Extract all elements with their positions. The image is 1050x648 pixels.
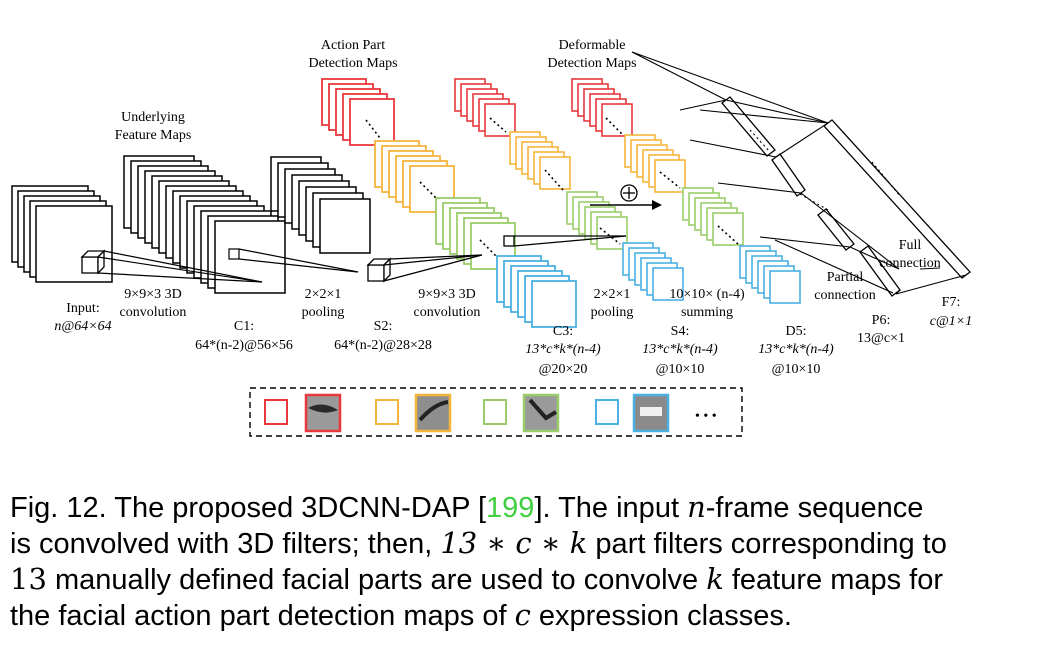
label-underlying-1: Underlying bbox=[121, 110, 185, 125]
s2-feature-stack bbox=[270, 156, 371, 254]
caption-prefix: Fig. 12. The proposed 3DCNN-DAP [ bbox=[10, 492, 487, 524]
legend-eye-image bbox=[304, 393, 342, 433]
label-action-part-2: Detection Maps bbox=[308, 56, 397, 71]
d5-stack bbox=[571, 78, 801, 304]
legend-blue-box bbox=[595, 399, 619, 425]
s2-plane bbox=[319, 198, 371, 254]
caption-reference-link[interactable]: 199 bbox=[486, 492, 535, 524]
label-d5-1: D5: bbox=[786, 324, 807, 339]
caption-line1-end: -frame sequence bbox=[705, 492, 924, 524]
label-f7-1: F7: bbox=[942, 295, 961, 310]
legend-brow-image bbox=[414, 393, 452, 433]
caption-line4-a: the facial action part detection maps of bbox=[10, 600, 515, 632]
label-p6-2: 13@c×1 bbox=[857, 331, 905, 346]
d5-green-plane bbox=[712, 212, 744, 246]
label-partial-2: connection bbox=[814, 288, 875, 303]
label-underlying-2: Feature Maps bbox=[115, 128, 192, 143]
label-pool1-2: pooling bbox=[302, 305, 345, 320]
ellipsis-dots bbox=[479, 239, 497, 257]
label-full-1: Full bbox=[899, 238, 922, 253]
d5-orange-plane bbox=[654, 159, 686, 193]
label-action-part-1: Action Part bbox=[321, 38, 385, 53]
label-s4-2: 13*c*k*(n-4) bbox=[642, 342, 718, 357]
label-c3-2: 13*c*k*(n-4) bbox=[525, 342, 601, 357]
f7-bar bbox=[823, 119, 971, 279]
architecture-diagram: • • • Action Part Detection Maps Deforma… bbox=[11, 38, 972, 437]
label-c3-3: @20×20 bbox=[539, 362, 588, 377]
figure-caption: Fig. 12. The proposed 3DCNN-DAP [199]. T… bbox=[10, 490, 1040, 634]
c1-plane bbox=[214, 220, 286, 294]
label-s2-2: 64*(n-2)@28×28 bbox=[334, 338, 432, 353]
kernel-cube-input bbox=[80, 249, 106, 275]
diagram-labels: Action Part Detection Maps Deformable De… bbox=[54, 38, 972, 377]
projection-lines-1 bbox=[97, 248, 359, 283]
label-d5-2: 13*c*k*(n-4) bbox=[758, 342, 834, 357]
ellipsis-dots bbox=[365, 119, 381, 139]
caption-line4-b: expression classes. bbox=[530, 600, 792, 632]
c3-blue-plane bbox=[531, 280, 577, 328]
caption-var-n: n bbox=[687, 490, 706, 524]
s4-blue-plane bbox=[652, 267, 684, 301]
c3-red-plane bbox=[349, 98, 395, 146]
label-conv2-1: 9×9×3 3D bbox=[418, 287, 475, 302]
connection-lines bbox=[631, 51, 967, 295]
label-sum-1: 10×10× (n-4) bbox=[669, 287, 745, 302]
label-c3-1: C3: bbox=[553, 324, 573, 339]
label-conv1-2: convolution bbox=[120, 305, 187, 320]
label-input-1: Input: bbox=[66, 301, 99, 316]
label-input-2: n@64×64 bbox=[54, 319, 111, 334]
caption-line2-b: part filters corresponding to bbox=[587, 528, 947, 560]
caption-math-13ck: 13 ∗ c ∗ k bbox=[440, 526, 588, 560]
label-sum-2: summing bbox=[681, 305, 733, 320]
legend: • • • bbox=[249, 387, 743, 437]
caption-var-c: c bbox=[514, 598, 531, 632]
label-partial-1: Partial bbox=[827, 270, 864, 285]
legend-more: • • • bbox=[695, 409, 717, 424]
s4-green-plane bbox=[596, 216, 628, 250]
legend-green-box bbox=[483, 399, 507, 425]
legend-orange-box bbox=[375, 399, 399, 425]
label-p6-1: P6: bbox=[872, 313, 891, 328]
s4-orange-plane bbox=[539, 156, 571, 190]
d5-red-plane bbox=[601, 103, 633, 137]
label-s4-3: @10×10 bbox=[656, 362, 705, 377]
ellipsis-dots bbox=[489, 117, 507, 133]
s4-red-plane bbox=[484, 103, 516, 137]
label-conv2-2: convolution bbox=[414, 305, 481, 320]
label-pool2-1: 2×2×1 bbox=[594, 287, 631, 302]
label-s2-1: S2: bbox=[374, 319, 393, 334]
kernel-cube-s2 bbox=[366, 235, 627, 283]
legend-red-box bbox=[264, 399, 288, 425]
c1-feature-stack bbox=[123, 155, 286, 294]
ellipsis-dots bbox=[599, 227, 621, 245]
c3-action-part-stack bbox=[321, 78, 577, 328]
label-c1-2: 64*(n-2)@56×56 bbox=[195, 338, 293, 353]
caption-line3-a: manually defined facial parts are used t… bbox=[46, 564, 707, 596]
label-s4-1: S4: bbox=[671, 324, 690, 339]
label-deformable-2: Detection Maps bbox=[547, 56, 636, 71]
d5-blue-plane bbox=[769, 270, 801, 304]
ellipsis-dots bbox=[419, 181, 437, 199]
caption-num-13: 13 bbox=[10, 562, 47, 596]
label-conv1-1: 9×9×3 3D bbox=[124, 287, 181, 302]
ellipsis-dots bbox=[605, 117, 623, 135]
label-deformable-1: Deformable bbox=[559, 38, 626, 53]
label-pool1-1: 2×2×1 bbox=[305, 287, 342, 302]
summing-operator bbox=[590, 184, 662, 210]
ellipsis-dots bbox=[659, 171, 681, 189]
caption-line1-rest: ]. The input bbox=[534, 492, 688, 524]
input-feature-stack bbox=[11, 185, 113, 283]
caption-line3-b: feature maps for bbox=[723, 564, 944, 596]
label-full-2: connection bbox=[879, 256, 940, 271]
caption-var-k: k bbox=[706, 562, 724, 596]
legend-border bbox=[249, 387, 743, 437]
label-c1-1: C1: bbox=[234, 319, 254, 334]
label-d5-3: @10×10 bbox=[772, 362, 821, 377]
label-f7-2: c@1×1 bbox=[930, 314, 973, 329]
caption-line2-a: is convolved with 3D filters; then, bbox=[10, 528, 441, 560]
label-pool2-2: pooling bbox=[591, 305, 634, 320]
p6-bars bbox=[721, 96, 901, 297]
s4-deformable-stack bbox=[454, 78, 684, 301]
